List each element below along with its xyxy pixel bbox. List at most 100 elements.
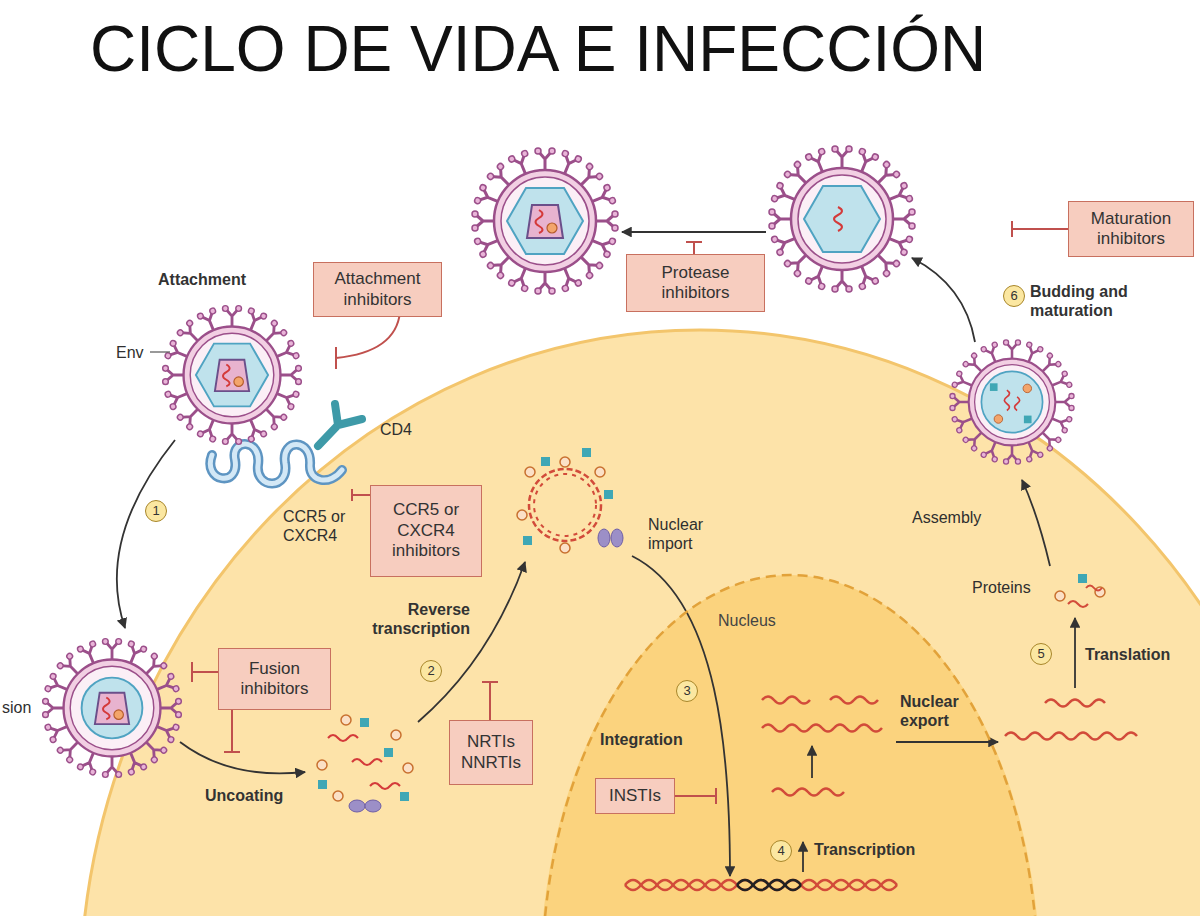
viral-rna [328,735,358,741]
protein-square [360,718,369,727]
viral-rna [834,207,842,231]
step-arrow [418,562,525,722]
inhibitor-box: NRTIs NNRTIs [449,720,533,785]
rna-strand [1045,700,1105,707]
protein-dot [525,467,535,477]
step-name: Nuclear import [648,515,723,553]
integrase-pair [349,800,365,812]
step-name: Integration [600,730,683,749]
host-dna [625,880,897,890]
step-arrow [1022,480,1050,566]
viral-rna [352,759,382,765]
step-arrow [896,741,998,743]
virion-interior [981,371,1042,432]
protein-square [990,383,998,391]
dna-ring [534,474,596,536]
step-arrow [811,746,813,778]
nuclear-envelope [542,575,1038,916]
virion-membrane [472,148,618,294]
virion-capsid [507,188,583,254]
inhibitor-bar [675,788,716,804]
part-name: Proteins [972,578,1031,597]
virion-membrane [950,340,1074,464]
step-arrow [117,440,175,628]
part-name: CD4 [380,420,412,439]
box-label: Attachment inhibitors [320,269,435,310]
box-label: NRTIs NNRTIs [456,732,526,773]
step-name: Budding and maturation [1030,282,1170,320]
inhibitor-box: Fusion inhibitors [218,648,331,710]
dna-strand [625,880,897,890]
protein-dot [595,467,605,477]
protein-dot [317,760,327,770]
inhibitor-bar [224,710,240,752]
virion-core [215,360,249,391]
dna-ring [529,469,601,541]
viral-rna [370,783,400,789]
protein-square [1078,574,1087,583]
rna-strand [762,697,810,704]
nuclear-rna [762,697,1137,796]
inhibitor-box: Protease inhibitors [626,254,765,312]
virion-core [527,205,563,238]
inhibitor-bar [1012,221,1068,237]
ccr5-receptor [210,444,342,483]
rna-strand [830,697,878,704]
part-name: CCR5 or CXCR4 [283,507,361,545]
step-name: sion [2,698,31,717]
protein-dot [391,730,401,740]
protein-dot [994,415,1003,424]
step-name: Uncoating [205,786,283,805]
inhibitor-box: CCR5 or CXCR4 inhibitors [370,485,482,577]
virion-core [95,693,129,724]
viral-rna [1068,601,1088,607]
virion-membrane [43,639,182,778]
callout-number: 4 [770,840,792,862]
protein-square [523,536,532,545]
protein-square [384,748,393,757]
box-label: Fusion inhibitors [225,659,324,700]
inhibitor-box: Maturation inhibitors [1068,201,1194,257]
step-name: Attachment [158,270,246,289]
protein-dot [1055,591,1065,601]
callout-number: 3 [676,680,698,702]
viral-rna [1004,390,1009,410]
step-name: Translation [1085,645,1170,664]
protein-dot [1095,587,1105,597]
integrase-pair [365,800,381,812]
uncoated-contents [317,715,413,812]
leader-line [150,351,170,352]
integrase-pair [598,529,610,547]
region-label: Nucleus [718,612,776,630]
step-arrow [622,231,766,233]
callout-number: 1 [145,500,167,522]
rna-strand [772,789,844,796]
virion-capsid [196,344,268,407]
protein-square [541,457,550,466]
virion-capsid [804,186,880,252]
inhibitor-bar [686,242,702,254]
virion-capsid [82,678,143,739]
budding-virion [950,340,1074,464]
process-arrows [117,232,1075,876]
step-arrow [912,258,975,342]
virion-membrane [163,306,302,445]
step-arrow [1074,618,1076,688]
inhibitor-bar [192,662,218,682]
viral-rna [1015,397,1020,411]
callout-number: 2 [420,660,442,682]
immature-virion [769,146,915,292]
protein-dot [560,543,570,553]
protein-dot [333,791,343,801]
new-proteins [1055,574,1105,607]
mature-virion [472,148,618,294]
protein-dot [1023,384,1032,393]
step-arrow [180,742,305,773]
virion-membrane [769,146,915,292]
step-arrow [802,842,804,872]
receptor-coil [210,444,342,483]
protein-square [604,490,613,499]
rna-strand [762,725,882,732]
box-label: CCR5 or CXCR4 inhibitors [377,500,475,561]
